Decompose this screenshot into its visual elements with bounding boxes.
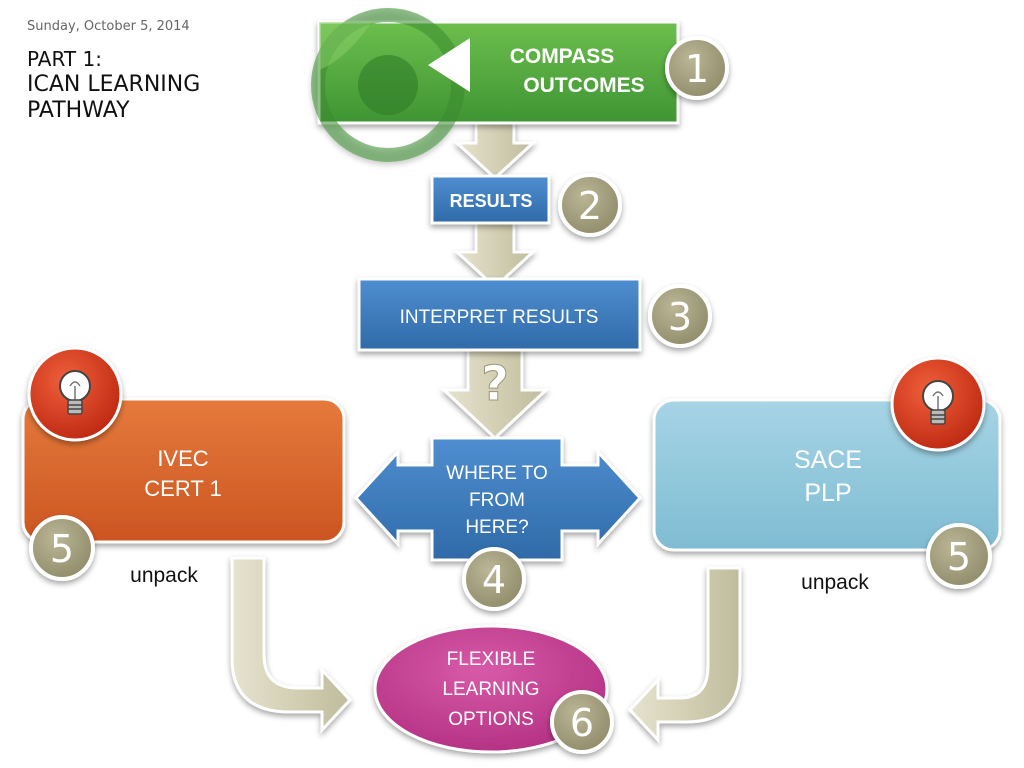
results-label: RESULTS (450, 191, 533, 211)
ivec-label: CERT 1 (144, 476, 221, 501)
question-mark: ? (481, 356, 509, 412)
sace-label: SACE (794, 446, 862, 474)
slide-title: PART 1: ICAN LEARNING PATHWAY (27, 47, 201, 124)
compass-outcomes-label: OUTCOMES (523, 74, 644, 97)
step-number: 5 (947, 535, 971, 579)
ivec-cert-box: IVEC CERT 1 (21, 397, 346, 544)
step-number: 1 (685, 47, 709, 91)
arrow-3-to-4 (440, 345, 550, 441)
flexible-learning-ellipse: FLEXIBLE LEARNING OPTIONS (373, 624, 609, 754)
curved-arrow-left (230, 556, 353, 734)
ivec-label: IVEC (157, 446, 208, 471)
title-line: ICAN LEARNING (27, 71, 201, 97)
step-badge-5-sace: 5 (926, 523, 992, 589)
curved-arrow-right (627, 566, 742, 744)
where-to-from-here-shape: WHERE TO FROM HERE? (353, 436, 643, 562)
step-badge-1: 1 (665, 36, 729, 100)
compass-outcomes-label: COMPASS (510, 45, 615, 68)
interpret-results-box: INTERPRET RESULTS (357, 277, 642, 352)
step-badge-5-ivec: 5 (29, 515, 95, 581)
interpret-results-label: INTERPRET RESULTS (400, 307, 599, 328)
play-icon (428, 38, 470, 92)
unpack-note-left: unpack (130, 564, 198, 587)
compass-outcomes-box: COMPASS OUTCOMES (311, 8, 680, 162)
lightbulb-badge-left (27, 346, 123, 442)
step-number: 6 (570, 701, 594, 745)
sace-label: PLP (804, 479, 851, 507)
step-number: 5 (50, 527, 74, 571)
results-box: RESULTS (430, 174, 551, 225)
compass-logo (311, 8, 465, 162)
lightbulb-icon (922, 380, 954, 425)
arrow-2-to-3 (453, 220, 537, 290)
where-to-label: WHERE TO (446, 463, 548, 484)
step-number: 4 (482, 558, 506, 602)
date-label: Sunday, October 5, 2014 (27, 19, 190, 34)
step-badge-6: 6 (550, 690, 614, 754)
flexible-label: FLEXIBLE (447, 649, 536, 670)
step-badge-4: 4 (462, 547, 526, 611)
step-number: 3 (668, 295, 692, 339)
where-to-label: HERE? (465, 517, 528, 538)
step-badge-2: 2 (558, 173, 622, 237)
step-number: 2 (578, 184, 602, 228)
flexible-label: LEARNING (442, 679, 539, 700)
flexible-label: OPTIONS (448, 709, 534, 730)
lightbulb-badge-right (890, 356, 986, 452)
where-to-label: FROM (469, 490, 525, 511)
lightbulb-icon (59, 370, 91, 415)
title-line: PART 1: (27, 47, 102, 71)
title-line: PATHWAY (27, 97, 130, 123)
unpack-note-right: unpack (801, 571, 869, 594)
step-badge-3: 3 (648, 284, 712, 348)
